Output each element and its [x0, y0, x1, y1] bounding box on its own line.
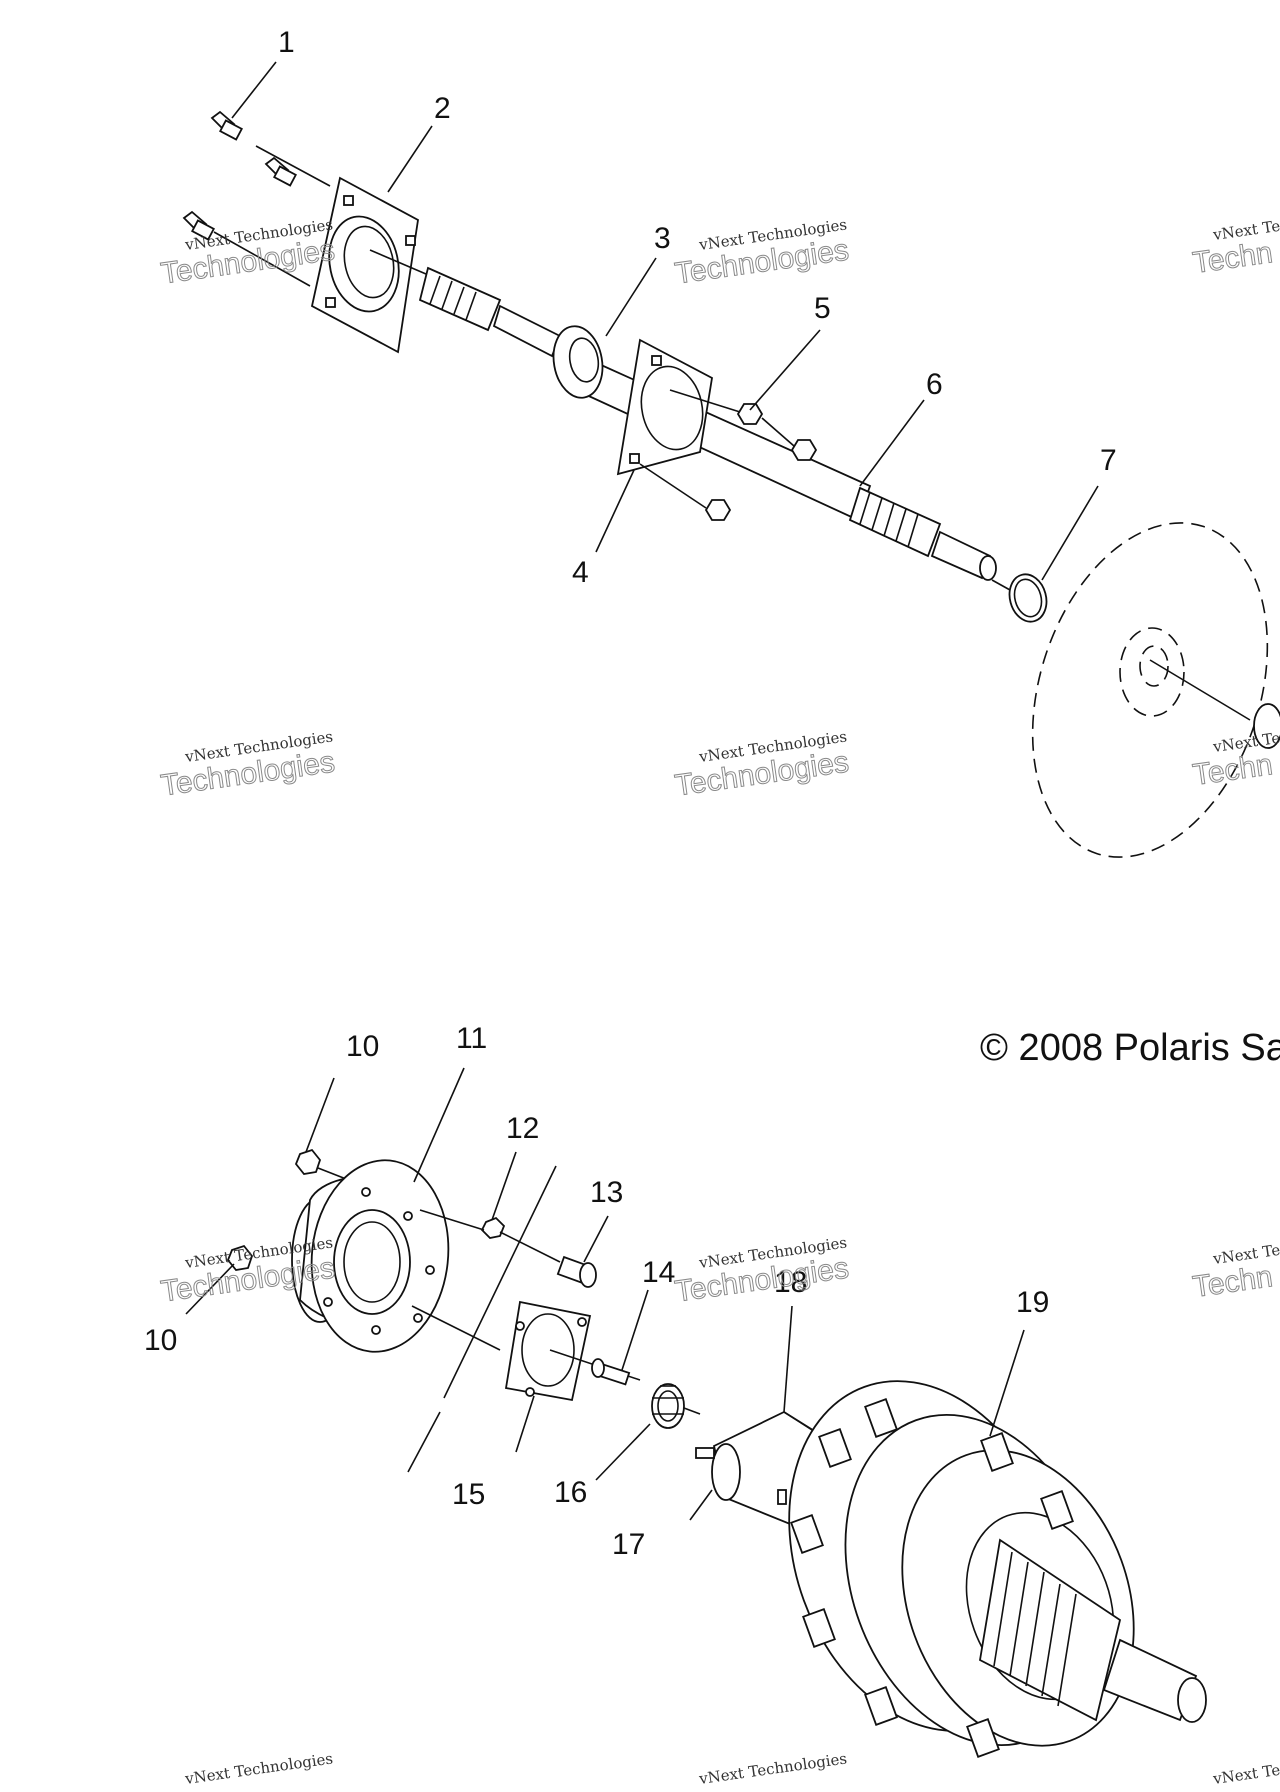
- watermark-text: vNext Technologies: [183, 1749, 334, 1788]
- watermark: vNext Technologies: [183, 1749, 334, 1788]
- watermark-text: vNext Technologies: [697, 1749, 848, 1788]
- watermark: vNext Technologies Technologies: [158, 215, 337, 291]
- nut-part-5: [639, 389, 818, 521]
- pin-part-13: [499, 1231, 597, 1288]
- callout-15: 15: [452, 1478, 485, 1511]
- assembly-lines: [407, 1165, 557, 1473]
- watermark-edge: vNext Te Techn: [1190, 729, 1280, 793]
- flange-plate-part-2: [310, 176, 419, 354]
- callout-12: 12: [506, 1112, 539, 1145]
- phantom-disc: [1031, 522, 1280, 858]
- callout-13: 13: [590, 1176, 623, 1209]
- callout-19: 19: [1016, 1286, 1049, 1319]
- bearing-part-3: [552, 325, 604, 399]
- watermark-outline: Techn: [1191, 748, 1275, 792]
- watermark: vNext Technologies Technologies: [672, 1233, 851, 1309]
- callout-10-lower: 10: [144, 1324, 177, 1357]
- callout-17: 17: [612, 1528, 645, 1561]
- callout-3: 3: [654, 222, 671, 255]
- washer-part-12: [419, 1209, 506, 1239]
- upper-assembly: [182, 61, 1280, 858]
- o-ring-part-7: [991, 573, 1048, 623]
- callout-10-upper: 10: [346, 1030, 379, 1063]
- leader-lines-lower: [185, 1067, 1025, 1521]
- watermark-edge: vNext Te Techn: [1190, 1241, 1280, 1305]
- leader-lines-upper: [231, 61, 1099, 581]
- callout-11: 11: [456, 1022, 487, 1055]
- flange-plate-part-4: [616, 338, 713, 476]
- callout-2: 2: [434, 92, 451, 125]
- watermark: vNext Technologies Technologies: [158, 727, 337, 803]
- callout-5: 5: [814, 292, 831, 325]
- callout-1: 1: [278, 26, 295, 59]
- watermark-outline: Techn: [1191, 236, 1275, 280]
- callout-numbers: 1 2 3 4 5 6 7 10 10 11 12 13 14 15 16 17…: [144, 26, 1117, 1561]
- gear-part-16: [651, 1383, 701, 1429]
- watermark: vNext Technologies Technologies: [672, 215, 851, 291]
- lower-assembly: [185, 1067, 1207, 1758]
- plate-part-15: [504, 1300, 641, 1402]
- clutch-part-19: [788, 1380, 1207, 1758]
- watermark-edge: vNext Te: [1211, 1761, 1280, 1788]
- watermark-outline: Techn: [1191, 1260, 1275, 1304]
- callout-7: 7: [1100, 444, 1117, 477]
- callout-4: 4: [572, 556, 589, 589]
- watermark: vNext Technologies Technologies: [672, 727, 851, 803]
- callout-16: 16: [554, 1476, 587, 1509]
- bolt-part-14: [591, 1358, 631, 1386]
- watermark: vNext Technologies: [697, 1749, 848, 1788]
- callout-6: 6: [926, 368, 943, 401]
- watermark-edge: vNext Te Techn: [1190, 217, 1280, 281]
- watermark-text: vNext Te: [1211, 1761, 1280, 1788]
- callout-14: 14: [642, 1256, 675, 1289]
- copyright-text: © 2008 Polaris Sal: [980, 1027, 1280, 1069]
- bolt-part-1: [182, 110, 331, 287]
- housing-part-11: [291, 1159, 450, 1353]
- callout-18: 18: [774, 1266, 807, 1299]
